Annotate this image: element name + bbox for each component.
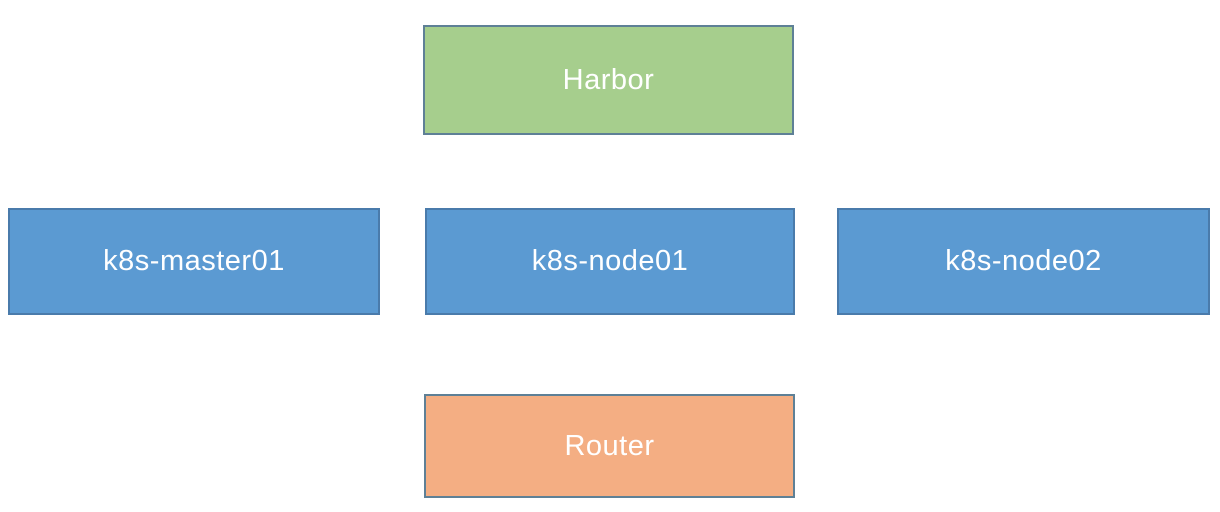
node-k8s-node02-label: k8s-node02 (945, 245, 1102, 277)
node-harbor: Harbor (423, 25, 794, 135)
node-harbor-label: Harbor (562, 63, 655, 96)
node-router-label: Router (564, 429, 655, 462)
node-k8s-node01: k8s-node01 (425, 208, 795, 315)
node-k8s-node01-label: k8s-node01 (531, 245, 689, 277)
node-k8s-node02: k8s-node02 (837, 208, 1210, 315)
node-k8s-master01-label: k8s-master01 (103, 245, 285, 277)
node-router: Router (424, 394, 795, 498)
node-k8s-master01: k8s-master01 (8, 208, 380, 315)
